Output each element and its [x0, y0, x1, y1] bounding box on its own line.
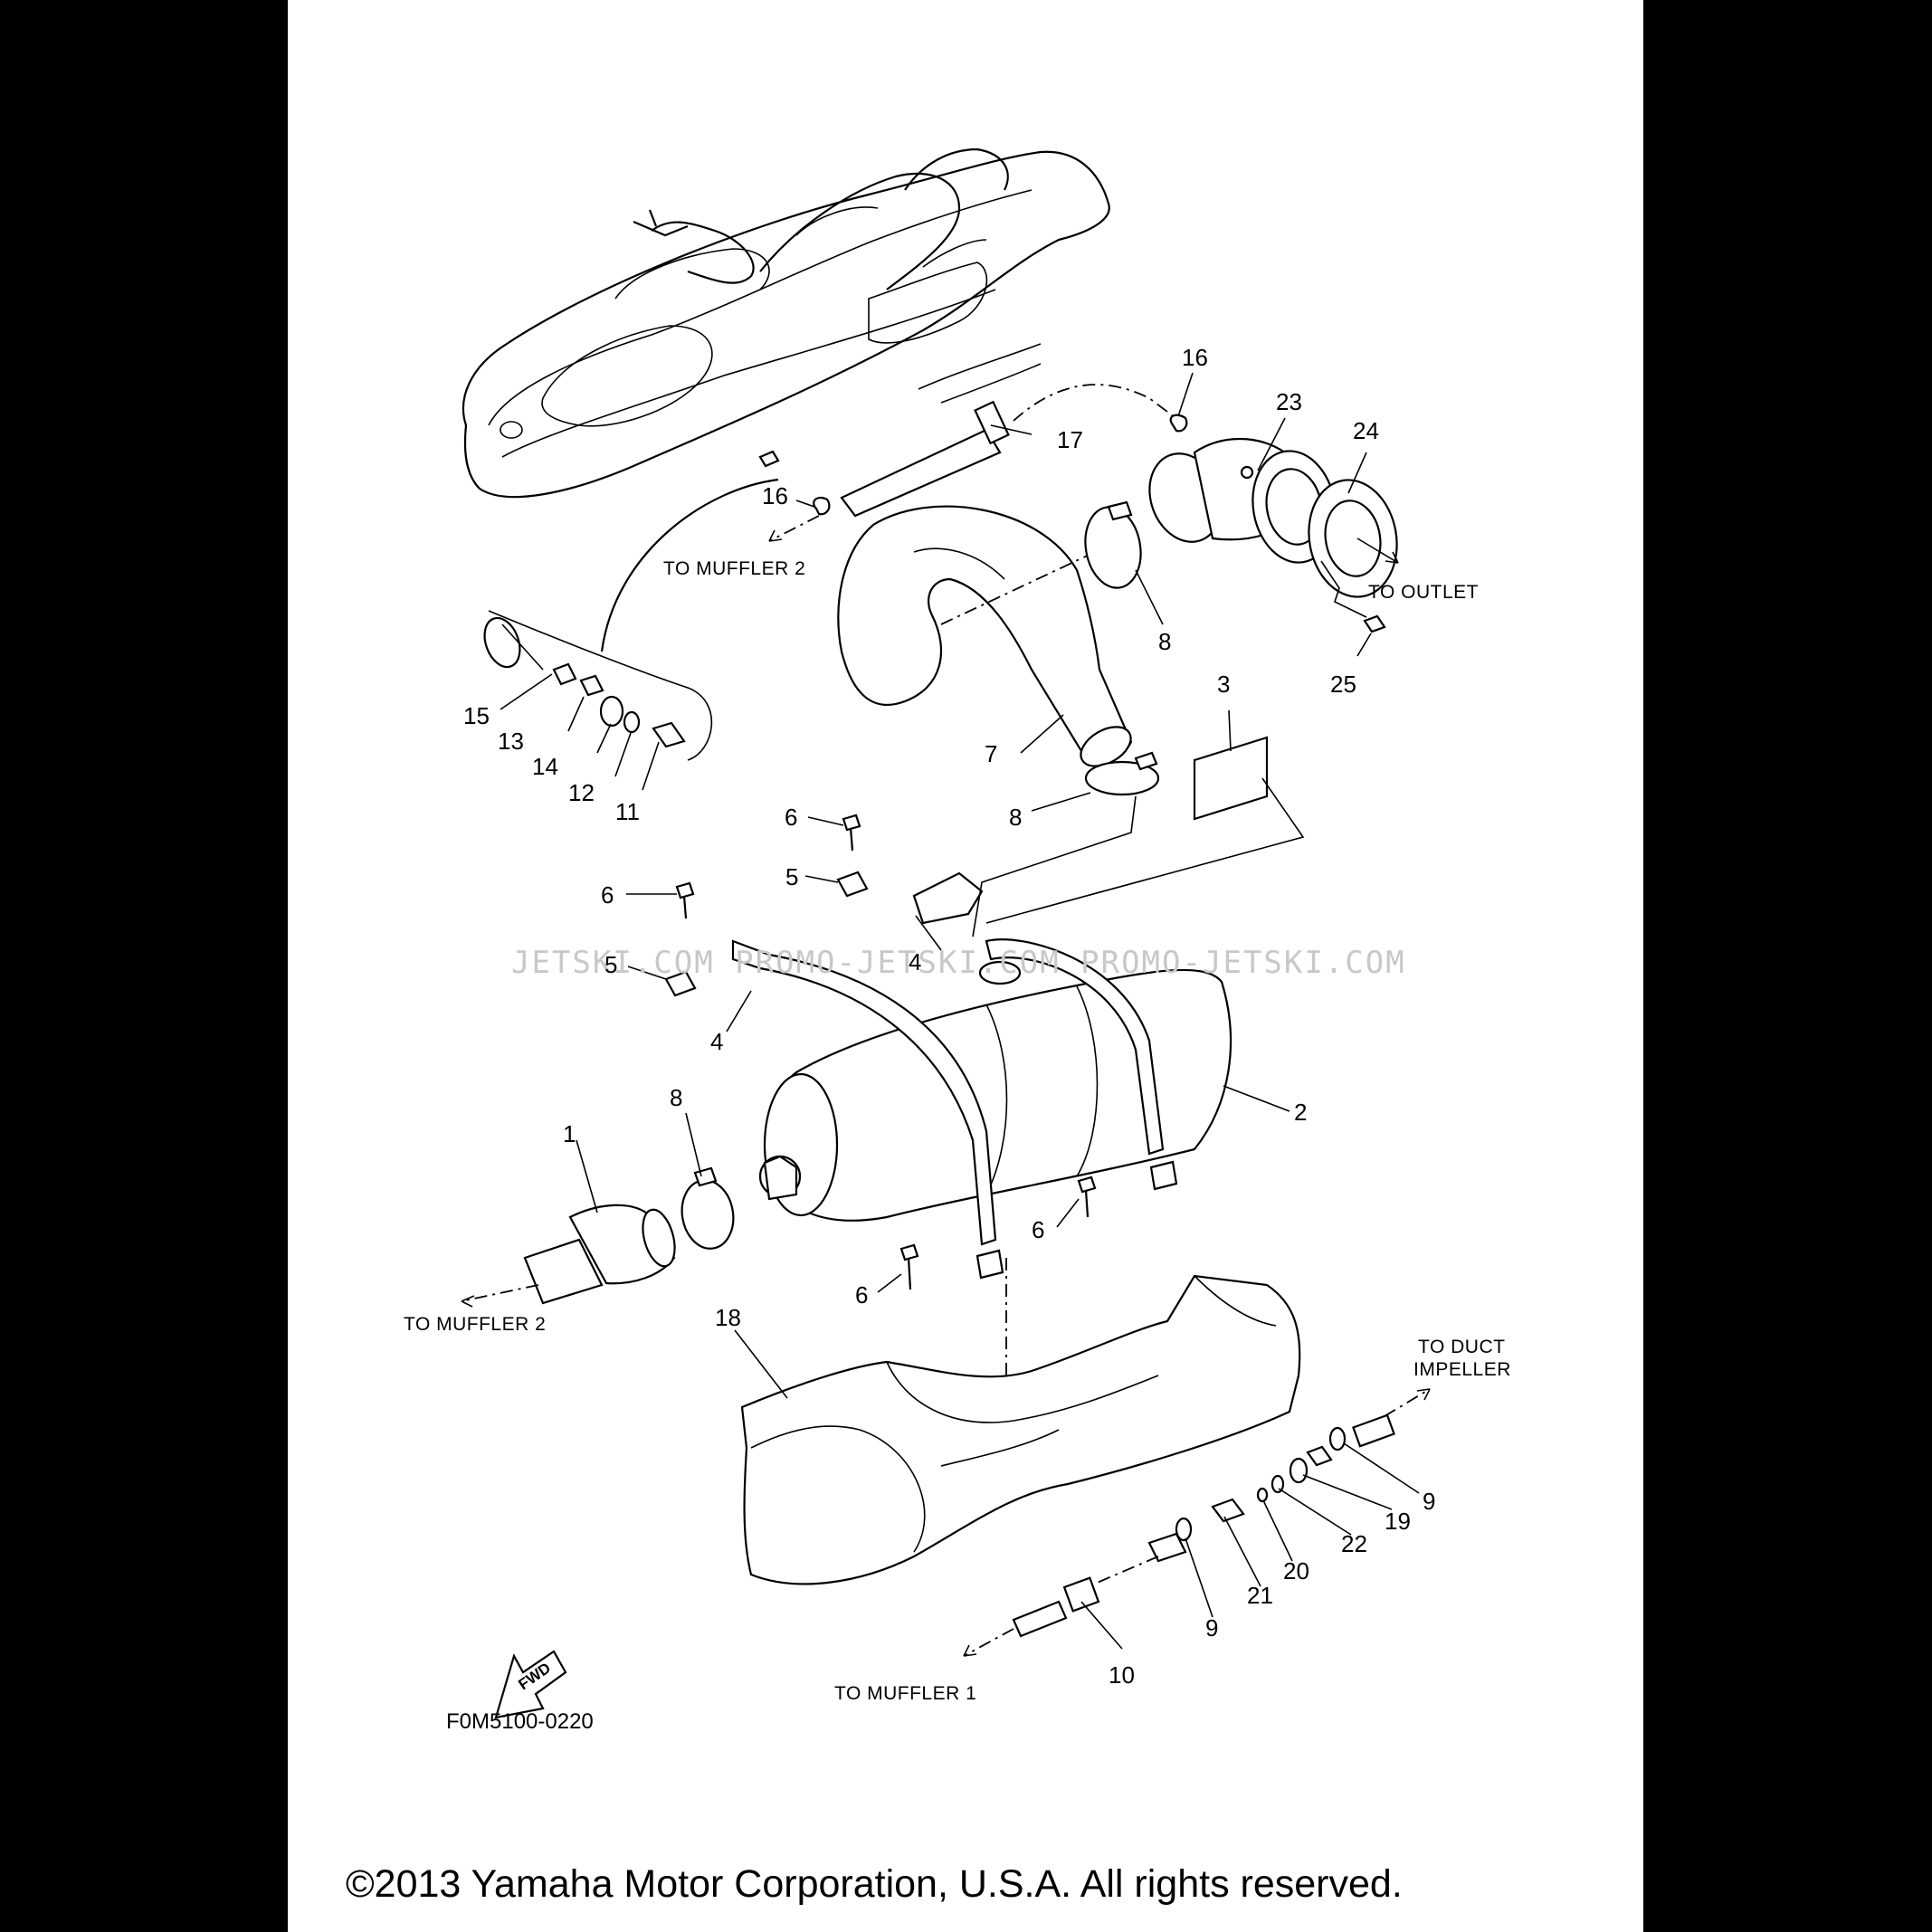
part-8-clamp-lower	[680, 1166, 735, 1250]
callout-22: 22	[1341, 1530, 1367, 1557]
callout-19: 19	[1385, 1508, 1411, 1535]
callout-14: 14	[532, 753, 558, 780]
callout-25: 25	[1330, 671, 1356, 698]
part-17-hose	[840, 384, 1186, 518]
part-7-exhaust-pipe	[837, 505, 1133, 767]
copyright-notice: ©2013 Yamaha Motor Corporation, U.S.A. A…	[346, 1862, 1403, 1906]
fwd-arrow-icon: FWD	[494, 1650, 567, 1719]
label-impeller: IMPELLER	[1413, 1359, 1511, 1380]
callout-8-top: 8	[1158, 628, 1171, 655]
callout-8-lower: 8	[670, 1084, 682, 1111]
callout-7: 7	[985, 740, 997, 767]
drawing-code: F0M5100-0220	[446, 1709, 594, 1734]
callout-5-a: 5	[785, 863, 798, 890]
watercraft-illustration	[462, 148, 1110, 499]
callout-6-b: 6	[601, 881, 614, 909]
callout-9-right: 9	[1423, 1488, 1435, 1515]
part-1-joint-hose	[461, 1204, 676, 1308]
callout-15: 15	[463, 702, 490, 729]
part-bolt-hull	[758, 450, 780, 468]
callout-20: 20	[1283, 1557, 1309, 1585]
hull-mount-detail	[483, 478, 779, 761]
leader-to-muffler-2-top	[768, 515, 820, 542]
destination-labels: TO MUFFLER 2 TO OUTLET TO MUFFLER 2 TO D…	[404, 558, 1511, 1704]
part-8-clamp-top	[1084, 500, 1142, 589]
part-24-gasket	[1308, 479, 1398, 598]
callout-4-b: 4	[710, 1028, 723, 1055]
callout-4-a: 4	[909, 948, 921, 976]
label-to-muffler-1: TO MUFFLER 1	[834, 1683, 976, 1704]
callout-11: 11	[615, 798, 640, 825]
part-8-clamp-mid	[1084, 751, 1160, 796]
callout-16-lower: 16	[762, 482, 788, 509]
callout-2: 2	[1294, 1099, 1307, 1126]
callout-6-a: 6	[785, 804, 797, 831]
callout-17: 17	[1057, 426, 1083, 453]
callout-23: 23	[1276, 388, 1302, 415]
fittings-assembly	[963, 1388, 1431, 1657]
guide-line-straps	[972, 795, 1137, 937]
callout-9-left: 9	[1205, 1614, 1218, 1642]
label-to-muffler-2-top: TO MUFFLER 2	[663, 558, 805, 579]
part-25-bolt	[1320, 560, 1386, 633]
callout-leaders	[500, 372, 1420, 1650]
callout-8-mid: 8	[1009, 804, 1022, 831]
callout-18: 18	[715, 1304, 741, 1331]
part-4-straps	[731, 871, 1178, 1280]
watermark: JETSKI.COM PROMO-JETSKI.COM PROMO-JETSKI…	[511, 945, 1406, 981]
label-to-outlet: TO OUTLET	[1368, 582, 1479, 603]
callout-24: 24	[1353, 417, 1379, 444]
part-5-brackets	[664, 871, 869, 997]
part-2-muffler	[758, 968, 1232, 1222]
part-3-pad	[985, 736, 1305, 924]
parts-sheet	[288, 0, 1643, 1932]
callout-5-b: 5	[604, 951, 617, 978]
part-16-clamp-upper	[1169, 414, 1188, 433]
callout-13: 13	[498, 728, 524, 755]
callout-12: 12	[568, 779, 595, 806]
callout-21: 21	[1247, 1582, 1273, 1609]
callout-numbers: 16 23 24 17 16 8 25 3 15 13 14 12 11 7 8…	[463, 344, 1435, 1689]
callout-1: 1	[563, 1120, 576, 1147]
label-to-muffler-2-bottom: TO MUFFLER 2	[404, 1314, 546, 1335]
callout-6-c: 6	[1032, 1216, 1044, 1243]
part-6-bolts	[675, 814, 1097, 1290]
label-to-duct: TO DUCT	[1418, 1337, 1505, 1357]
callout-10: 10	[1109, 1661, 1135, 1689]
callout-3: 3	[1217, 671, 1230, 698]
callout-6-d: 6	[855, 1281, 868, 1309]
part-16-clamp-lower	[813, 496, 831, 516]
part-18-tray	[740, 1274, 1301, 1585]
callout-16-upper: 16	[1182, 344, 1208, 371]
